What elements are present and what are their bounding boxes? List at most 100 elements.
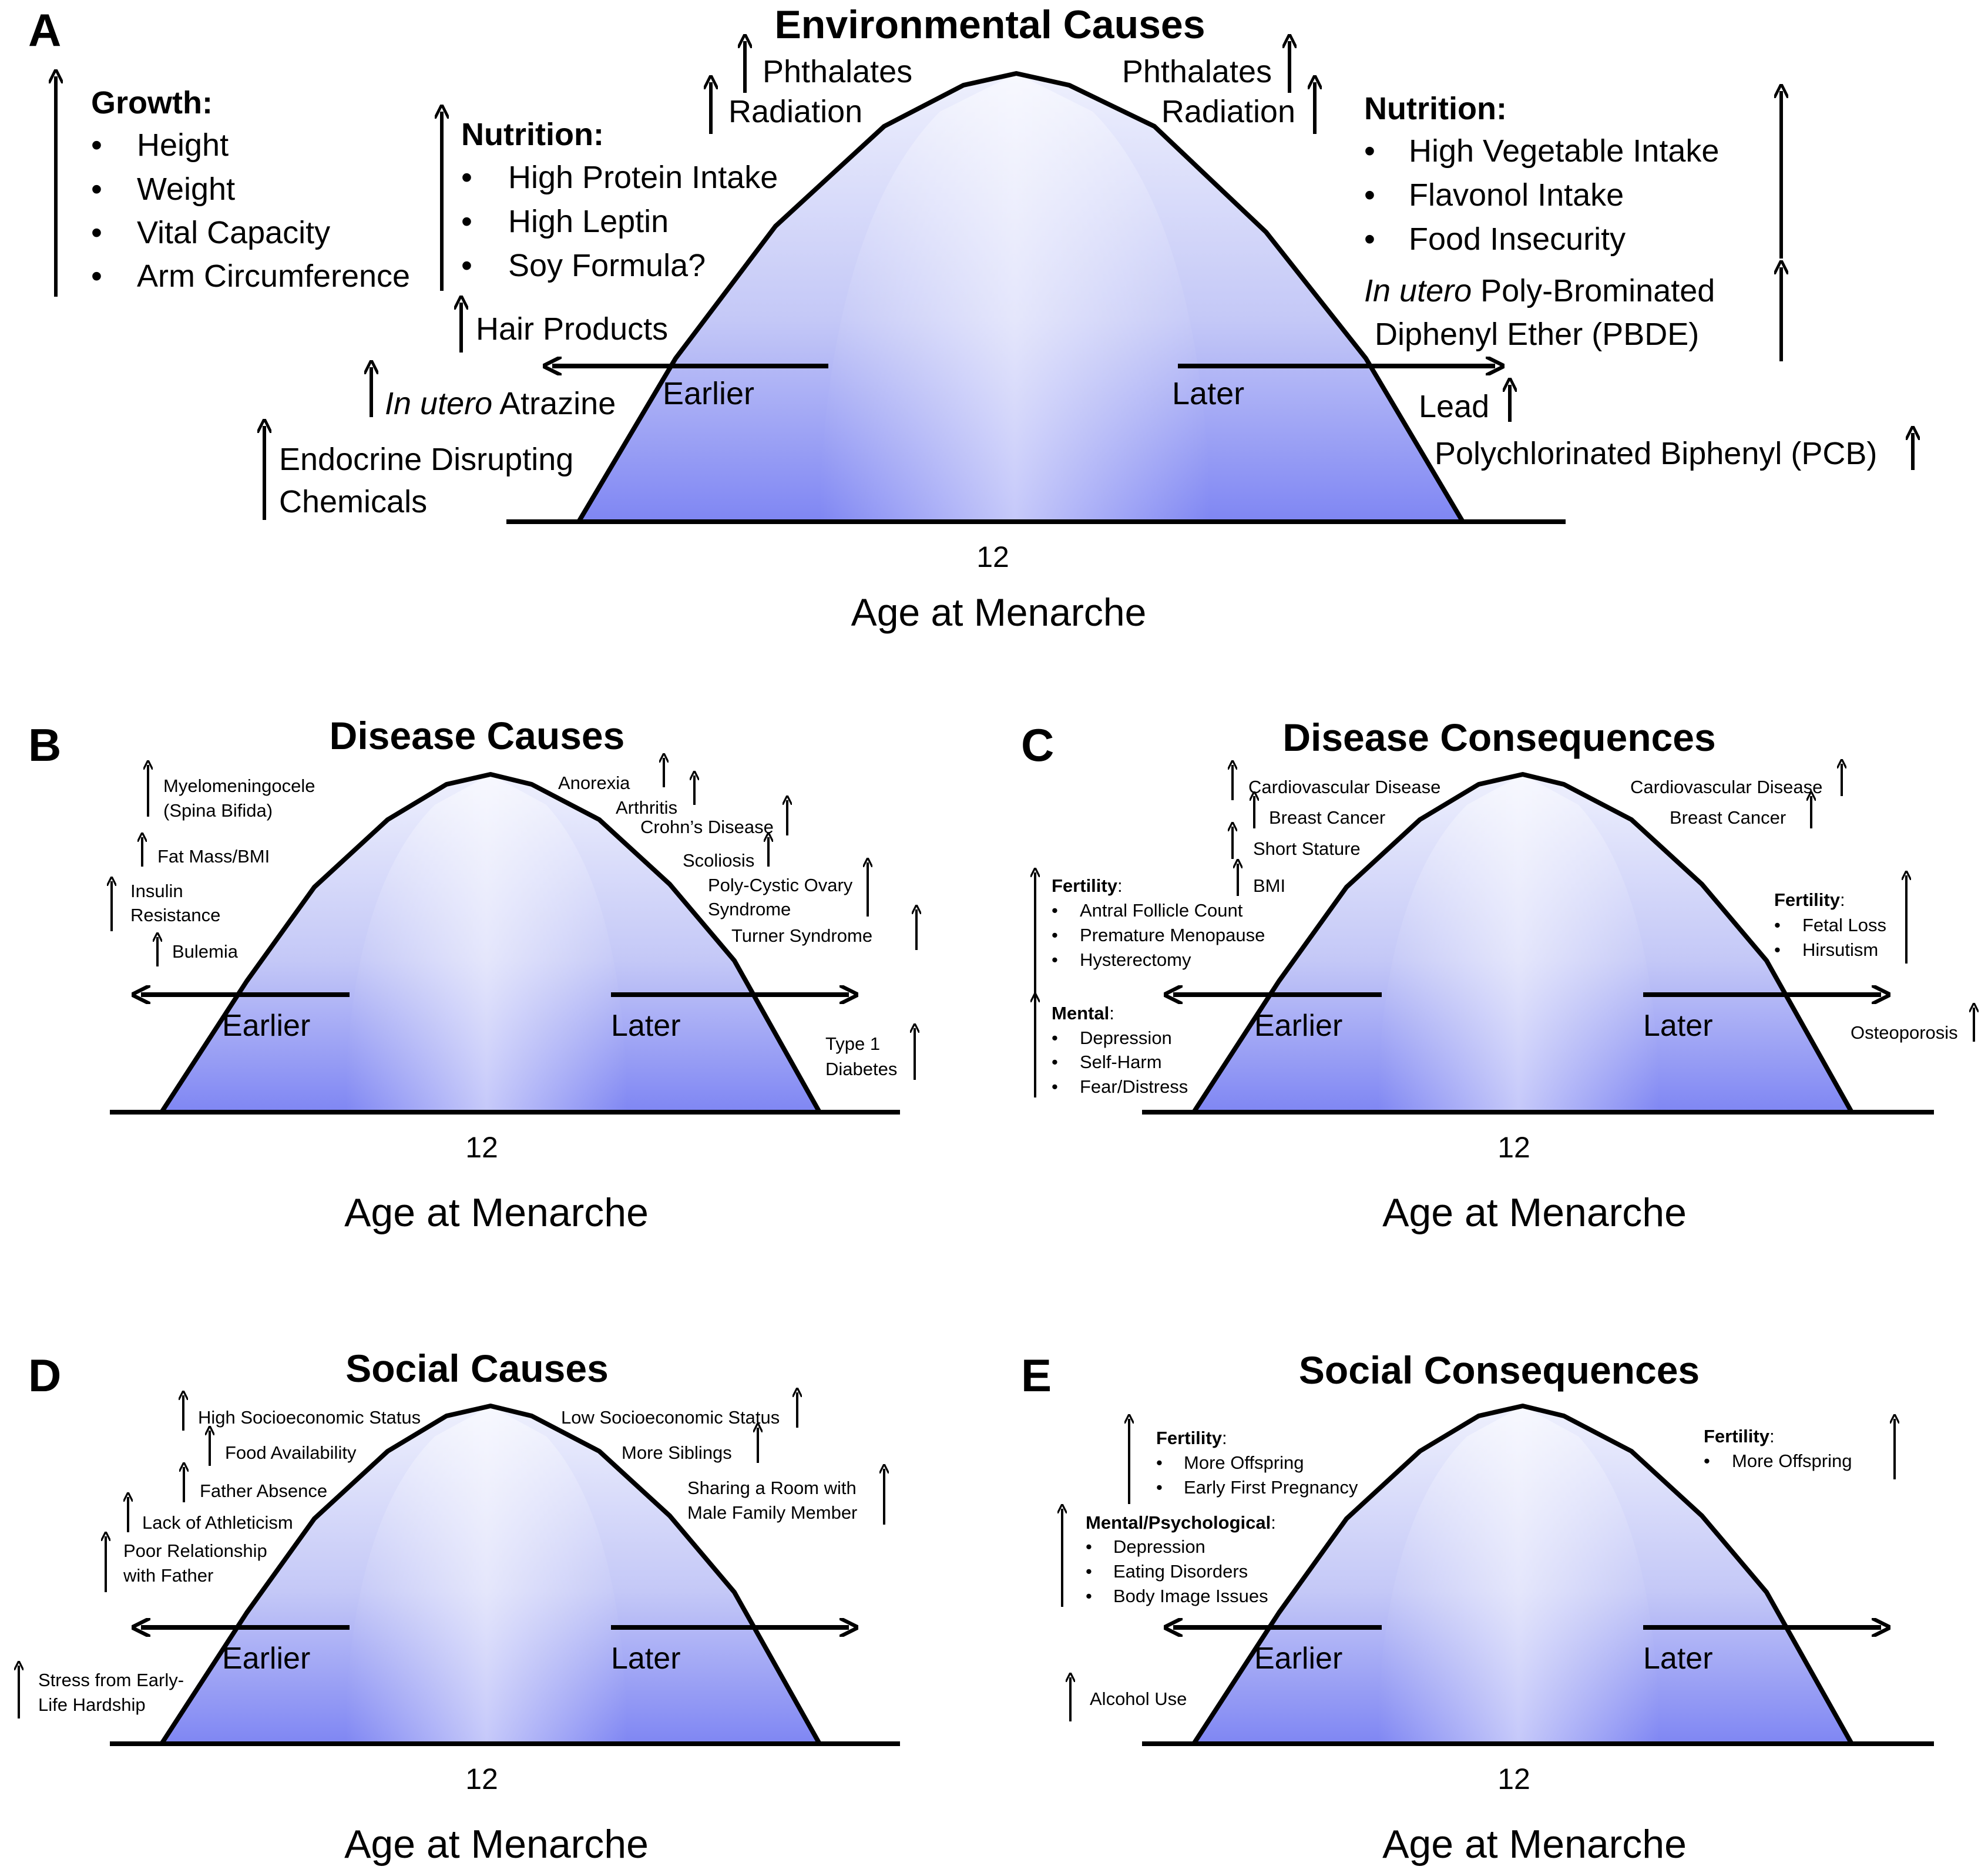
bullet-icon: • (1156, 1477, 1163, 1498)
radiation-left: Radiation (728, 94, 862, 129)
fertility-heading-left: Fertility: (1156, 1428, 1227, 1448)
fertility-item: Antral Follicle Count (1080, 900, 1243, 921)
panel-b-title: Disease Causes (330, 714, 625, 757)
stress-1: Stress from Early- (38, 1670, 184, 1690)
panel-c-letter: C (1021, 719, 1054, 771)
edc-line-2: Chemicals (279, 484, 427, 519)
arthritis: Arthritis (616, 797, 677, 818)
bullet-icon: • (1052, 1076, 1058, 1097)
later-label: Later (611, 1009, 681, 1043)
fertility-item-right: More Offspring (1732, 1451, 1852, 1471)
bullet-icon: • (91, 172, 102, 207)
earlier-label: Earlier (1254, 1009, 1342, 1043)
panel-b: B Disease Causes Earlier Later 12 Age at… (28, 714, 916, 1235)
fertility-item-right: Hirsutism (1802, 939, 1878, 960)
mental-item: Body Image Issues (1113, 1586, 1268, 1606)
bullet-icon: • (1704, 1451, 1710, 1471)
panel-e-title: Social Consequences (1299, 1348, 1700, 1392)
fertility-heading-right: Fertility: (1704, 1426, 1775, 1446)
bullet-icon: • (91, 259, 102, 294)
bullet-icon: • (1364, 221, 1375, 257)
panel-a-bell (506, 71, 1566, 524)
axis-tick-12: 12 (1497, 1131, 1530, 1164)
poor-relationship-2: with Father (123, 1565, 213, 1586)
poor-relationship-1: Poor Relationship (123, 1540, 267, 1561)
panel-a: A Environmental Causes Earlier Later 12 … (28, 2, 1913, 634)
mental-item: Eating Disorders (1113, 1561, 1248, 1582)
insulin-1: Insulin (130, 881, 183, 901)
cvd-right: Cardiovascular Disease (1630, 777, 1822, 797)
fertility-item-right: Fetal Loss (1802, 915, 1886, 935)
mental-item: Self-Harm (1080, 1052, 1162, 1072)
nutrition-right-heading: Nutrition: (1364, 91, 1507, 126)
axis-label: Age at Menarche (1382, 1190, 1687, 1235)
bullet-icon: • (1086, 1586, 1092, 1606)
radiation-right: Radiation (1161, 94, 1295, 129)
later-label: Later (611, 1642, 681, 1676)
fertility-heading-left: Fertility: (1052, 875, 1123, 896)
food-availability: Food Availability (225, 1442, 357, 1463)
sharing-room-2: Male Family Member (687, 1502, 857, 1523)
t1d-1: Type 1 (825, 1033, 880, 1054)
sharing-room-1: Sharing a Room with (687, 1478, 857, 1498)
mental-heading-left: Mental/Psychological: (1086, 1512, 1276, 1533)
fertility-item: Hysterectomy (1080, 949, 1191, 970)
nutrition-right-item: High Vegetable Intake (1409, 133, 1719, 169)
axis-label: Age at Menarche (344, 1190, 649, 1235)
nutrition-right-item: Flavonol Intake (1409, 177, 1624, 213)
insulin-2: Resistance (130, 905, 220, 925)
pcb-label: Polychlorinated Biphenyl (PCB) (1435, 436, 1877, 471)
phthalates-right: Phthalates (1122, 54, 1272, 89)
panel-e-letter: E (1021, 1350, 1052, 1401)
axis-tick-12: 12 (1497, 1763, 1530, 1795)
panel-a-title: Environmental Causes (774, 2, 1205, 47)
myelo-1: Myelomeningocele (163, 776, 315, 796)
anorexia: Anorexia (558, 773, 630, 793)
fertility-item: Early First Pregnancy (1184, 1477, 1358, 1498)
phthalates-left: Phthalates (763, 54, 912, 89)
lead-label: Lead (1419, 389, 1489, 424)
bullet-icon: • (1052, 900, 1058, 921)
axis-tick-12: 12 (976, 541, 1009, 573)
fertility-item: More Offspring (1184, 1452, 1304, 1473)
later-label: Later (1172, 376, 1244, 411)
pcos-2: Syndrome (708, 899, 791, 919)
pbde-line-1: In utero Poly-Brominated (1364, 273, 1715, 308)
panel-d-bell (110, 1404, 900, 1746)
pcos-1: Poly-Cystic Ovary (708, 875, 853, 895)
axis-tick-12: 12 (465, 1763, 498, 1795)
earlier-label: Earlier (663, 376, 754, 411)
axis-tick-12: 12 (465, 1131, 498, 1164)
growth-item: Arm Circumference (137, 259, 410, 294)
hair-products: Hair Products (476, 311, 668, 347)
high-ses: High Socioeconomic Status (198, 1407, 421, 1428)
mental-item: Depression (1113, 1536, 1205, 1557)
panel-d: D Social Causes Earlier Later 12 Age at … (19, 1347, 900, 1867)
breast-left: Breast Cancer (1269, 807, 1385, 828)
alcohol-use: Alcohol Use (1090, 1689, 1187, 1709)
panel-e-bell (1142, 1404, 1934, 1746)
osteoporosis: Osteoporosis (1851, 1022, 1958, 1043)
axis-label: Age at Menarche (1382, 1822, 1687, 1867)
edc-line-1: Endocrine Disrupting (279, 442, 573, 477)
mental-item: Fear/Distress (1080, 1076, 1188, 1097)
stature: Short Stature (1253, 838, 1361, 859)
atrazine-label: In utero Atrazine (385, 386, 616, 421)
bullet-icon: • (461, 160, 472, 195)
fat-mass: Fat Mass/BMI (157, 846, 270, 867)
bullet-icon: • (1364, 177, 1375, 213)
low-ses: Low Socioeconomic Status (561, 1407, 780, 1428)
panel-a-letter: A (28, 4, 61, 56)
bullet-icon: • (1364, 133, 1375, 169)
mental-heading-left: Mental: (1052, 1003, 1114, 1023)
father-absence: Father Absence (200, 1481, 327, 1501)
panel-d-title: Social Causes (345, 1347, 609, 1390)
earlier-label: Earlier (222, 1642, 310, 1676)
growth-item: Height (137, 127, 229, 163)
growth-item: Weight (137, 172, 235, 207)
pbde-line-2: Diphenyl Ether (PBDE) (1375, 317, 1699, 352)
cvd-left: Cardiovascular Disease (1248, 777, 1440, 797)
growth-item: Vital Capacity (137, 215, 330, 250)
stress-2: Life Hardship (38, 1694, 146, 1715)
